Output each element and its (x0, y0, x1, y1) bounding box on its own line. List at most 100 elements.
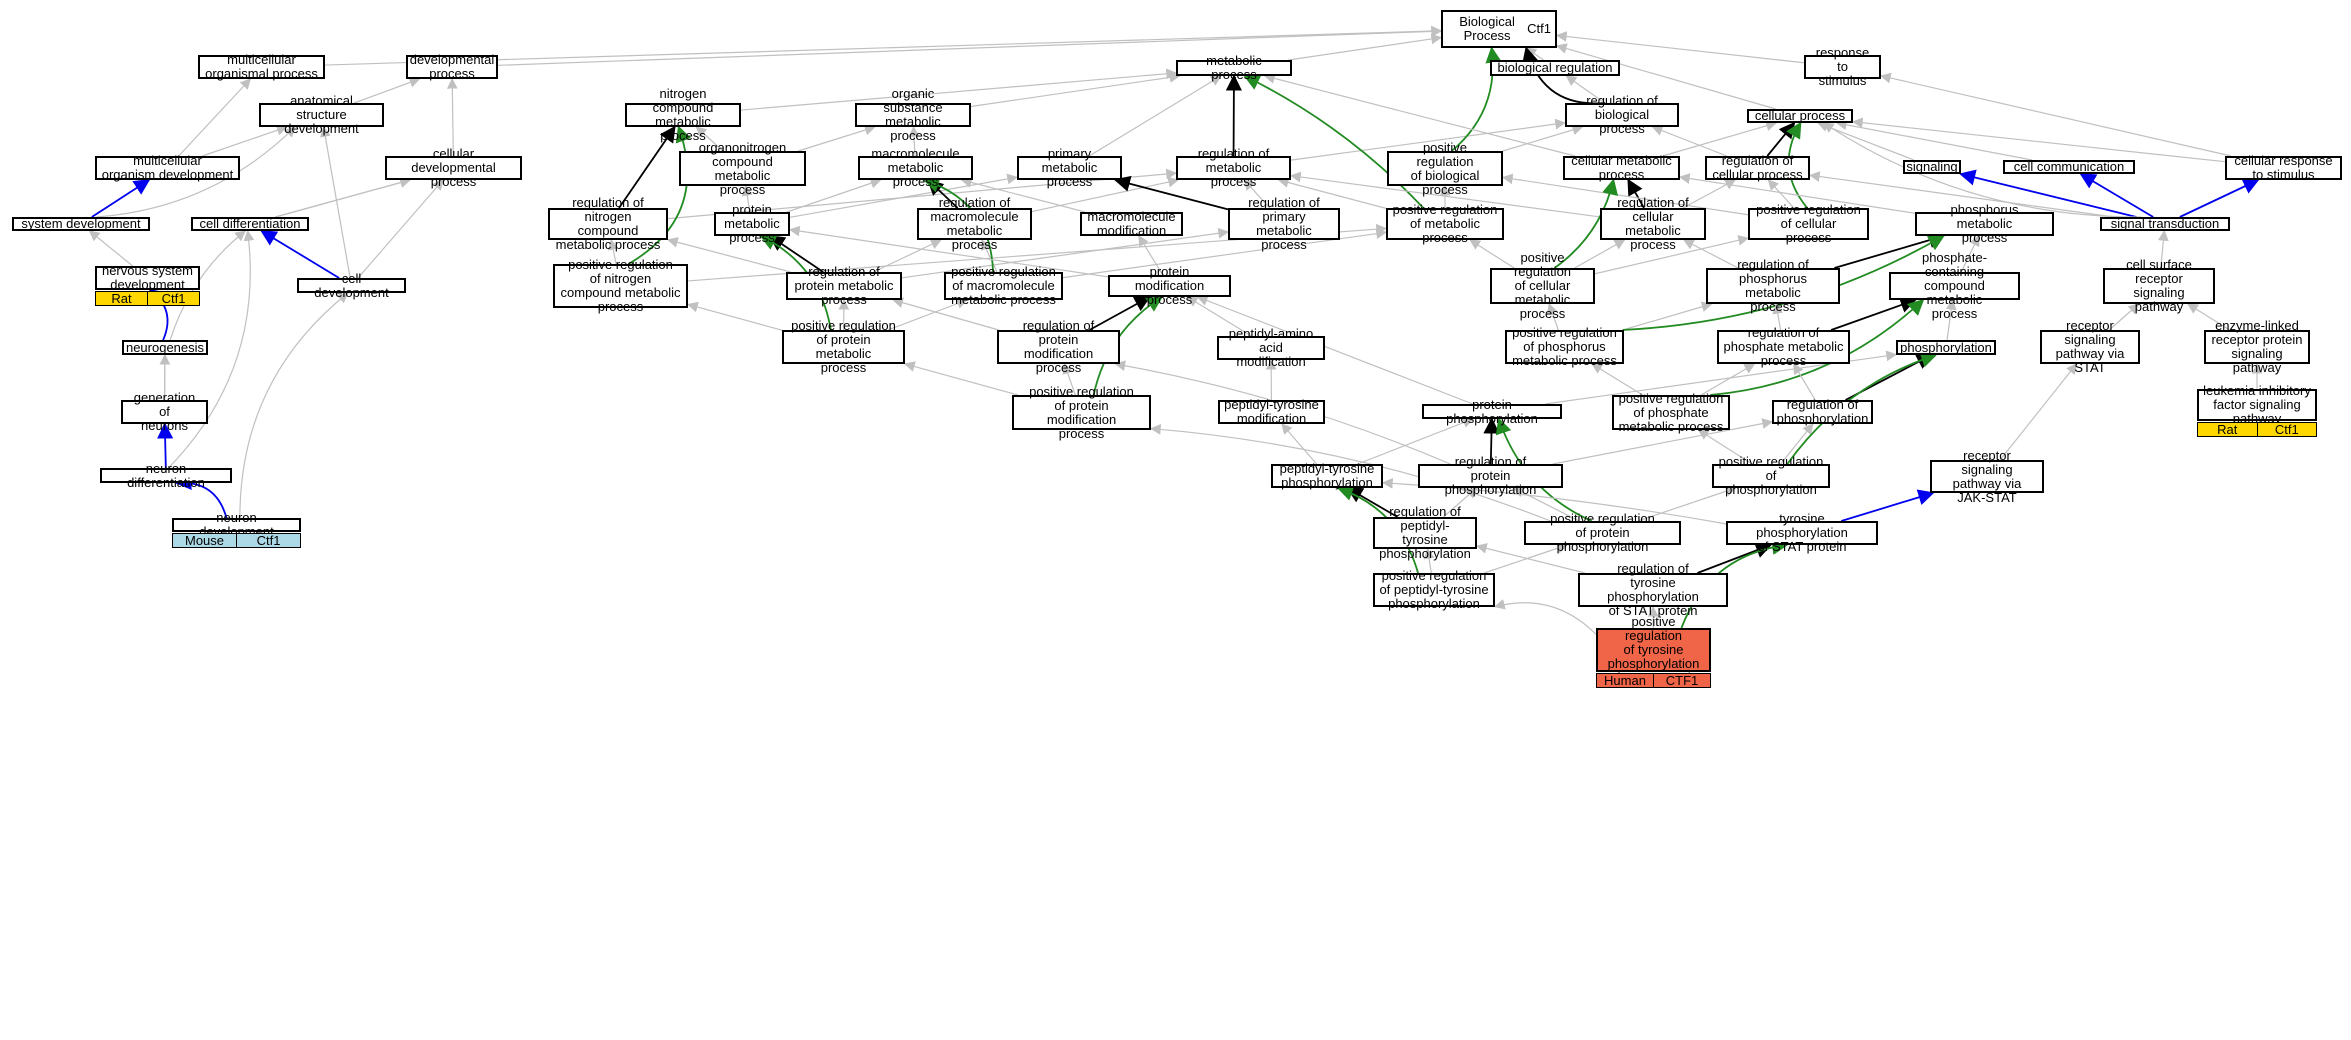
node-nervous-system-development[interactable]: nervous system development (95, 264, 200, 292)
node-regulation-of-phosphate-metabolic-process[interactable]: regulation of phosphate metabolic proces… (1717, 326, 1850, 368)
node-response-to-stimulus[interactable]: response to stimulus (1804, 46, 1881, 88)
edge-signal-transduction-to-signaling (1959, 169, 2137, 218)
node-regulation-of-protein-modification-process[interactable]: regulation of protein modification proce… (997, 319, 1120, 375)
node-regulation-of-phosphorylation[interactable]: regulation of phosphorylation (1772, 398, 1873, 426)
edge-regulation-of-primary-metabolic-process-to-regulation-of-metabolic-process (1243, 179, 1271, 209)
node-positive-regulation-of-phosphorus-metabolic-process[interactable]: positive regulation of phosphorus metabo… (1505, 326, 1624, 368)
edge-regulation-of-phosphorus-metabolic-process-to-regulation-of-cellular-metabolic-process (1683, 239, 1739, 269)
node-cell-communication[interactable]: cell communication (2003, 160, 2135, 174)
edge-regulation-of-biological-process-to-biological-regulation (1565, 75, 1606, 104)
edge-regulation-of-protein-phosphorylation-to-protein-phosphorylation (1483, 417, 1500, 465)
node-macromolecule-metabolic-process[interactable]: macromolecule metabolic process (858, 147, 973, 189)
annotation-species: Human (1604, 673, 1646, 688)
node-regulation-of-protein-metabolic-process[interactable]: regulation of protein metabolic process (786, 265, 902, 307)
edge-organonitrogen-compound-metabolic-process-to-organic-substance-metabolic-process (798, 124, 876, 152)
node-receptor-signaling-pathway-via-stat[interactable]: receptor signaling pathway via STAT (2040, 319, 2140, 375)
node-regulation-of-protein-phosphorylation[interactable]: regulation of protein phosphorylation (1418, 455, 1563, 497)
edge-positive-regulation-of-biological-process-to-regulation-of-biological-process (1502, 124, 1584, 152)
node-metabolic-process[interactable]: metabolic process (1176, 54, 1292, 82)
node-primary-metabolic-process[interactable]: primary metabolic process (1017, 147, 1122, 189)
node-phosphate-containing-compound-metabolic-process[interactable]: phosphate-containing compound metabolic … (1889, 251, 2020, 321)
node-cellular-metabolic-process[interactable]: cellular metabolic process (1563, 154, 1680, 182)
node-phosphorylation[interactable]: phosphorylation (1896, 340, 1996, 355)
node-peptidyl-tyrosine-phosphorylation[interactable]: peptidyl-tyrosine phosphorylation (1271, 462, 1383, 490)
node-anatomical-structure-development[interactable]: anatomical structure development (259, 94, 384, 136)
node-positive-regulation-of-tyrosine-phosphorylation-of-stat-protein[interactable]: positive regulation of tyrosine phosphor… (1596, 615, 1711, 685)
node-neuron-development[interactable]: neuron development (172, 511, 301, 539)
node-positive-regulation-of-phosphate-metabolic-process[interactable]: positive regulation of phosphate metabol… (1612, 391, 1730, 433)
annotation-gene: Ctf1 (236, 533, 300, 548)
node-phosphorus-metabolic-process[interactable]: phosphorus metabolic process (1915, 203, 2054, 245)
node-positive-regulation-of-cellular-process[interactable]: positive regulation of cellular process (1748, 203, 1869, 245)
edge-regulation-of-nitrogen-compound-metabolic-process-to-nitrogen-compound-metabolic-process (618, 125, 676, 209)
node-organonitrogen-compound-metabolic-process[interactable]: organonitrogen compound metabolic proces… (679, 140, 806, 196)
node-positive-regulation-of-macromolecule-metabolic-process[interactable]: positive regulation of macromolecule met… (944, 265, 1063, 307)
node-positive-regulation-of-metabolic-process[interactable]: positive regulation of metabolic process (1386, 203, 1504, 245)
node-cellular-response-to-stimulus[interactable]: cellular response to stimulus (2225, 154, 2342, 182)
edge-macromolecule-modification-to-macromolecule-metabolic-process (960, 177, 1086, 213)
node-developmental-process[interactable]: developmental process (406, 53, 498, 81)
edge-protein-metabolic-process-to-macromolecule-metabolic-process (786, 178, 882, 213)
node-nitrogen-compound-metabolic-process[interactable]: nitrogen compound metabolic process (625, 87, 741, 143)
node-positive-regulation-of-protein-metabolic-process[interactable]: positive regulation of protein metabolic… (782, 319, 905, 375)
node-protein-phosphorylation[interactable]: protein phosphorylation (1422, 397, 1562, 425)
node-cellular-developmental-process[interactable]: cellular developmental process (385, 147, 522, 189)
node-tyrosine-phosphorylation-of-stat-protein[interactable]: tyrosine phosphorylation of STAT protein (1726, 512, 1878, 554)
edge-nitrogen-compound-metabolic-process-to-metabolic-process (740, 68, 1178, 111)
node-neuron-differentiation[interactable]: neuron differentiation (100, 461, 232, 489)
node-positive-regulation-of-cellular-metabolic-process[interactable]: positive regulation of cellular metaboli… (1490, 251, 1595, 321)
node-neurogenesis[interactable]: neurogenesis (122, 340, 208, 355)
node-protein-metabolic-process[interactable]: protein metabolic process (714, 203, 790, 245)
node-regulation-of-macromolecule-metabolic-process[interactable]: regulation of macromolecule metabolic pr… (917, 196, 1032, 252)
node-cell-differentiation[interactable]: cell differentiation (191, 217, 309, 231)
node-regulation-of-cellular-metabolic-process[interactable]: regulation of cellular metabolic process (1600, 196, 1706, 252)
node-regulation-of-primary-metabolic-process[interactable]: regulation of primary metabolic process (1228, 196, 1340, 252)
node-regulation-of-phosphorus-metabolic-process[interactable]: regulation of phosphorus metabolic proce… (1706, 258, 1840, 314)
edge-signal-transduction-to-cellular-process (1822, 122, 2142, 218)
node-generation-of-neurons[interactable]: generation of neurons (121, 391, 208, 433)
edge-multicellular-organism-development-to-anatomical-structure-development (202, 125, 288, 157)
node-regulation-of-cellular-process[interactable]: regulation of cellular process (1705, 154, 1810, 182)
edge-positive-regulation-of-phosphate-metabolic-process-to-regulation-of-phosphate-metabolic-process (1700, 363, 1756, 396)
node-regulation-of-biological-process[interactable]: regulation of biological process (1565, 94, 1679, 136)
edge-cellular-metabolic-process-to-cellular-process (1662, 120, 1778, 157)
node-system-development[interactable]: system development (12, 217, 150, 231)
node-positive-regulation-of-biological-process[interactable]: positive regulation of biological proces… (1387, 140, 1503, 196)
node-regulation-of-peptidyl-tyrosine-phosphorylation[interactable]: regulation of peptidyl-tyrosine phosphor… (1373, 505, 1477, 561)
node-peptidyl-amino-acid-modification[interactable]: peptidyl-amino acid modification (1217, 327, 1325, 369)
node-positive-regulation-of-phosphorylation[interactable]: positive regulation of phosphorylation (1712, 455, 1830, 497)
node-positive-regulation-of-peptidyl-tyrosine-phosphorylation[interactable]: positive regulation of peptidyl-tyrosine… (1373, 569, 1495, 611)
node-cellular-process[interactable]: cellular process (1747, 109, 1853, 123)
node-receptor-signaling-pathway-via-jak-stat[interactable]: receptor signaling pathway via JAK-STAT (1930, 448, 2044, 504)
edge-neuron-differentiation-to-cell-differentiation (168, 229, 255, 469)
node-leukemia-inhibitory-factor-signaling-pathway[interactable]: leukemia inhibitory factor signaling pat… (2197, 384, 2317, 426)
node-positive-regulation-of-protein-phosphorylation[interactable]: positive regulation of protein phosphory… (1524, 512, 1681, 554)
edge-positive-regulation-of-cellular-metabolic-process-to-cellular-metabolic-process (1554, 178, 1619, 269)
node-biological-regulation[interactable]: biological regulation (1490, 60, 1620, 76)
node-enzyme-linked-receptor-protein-signaling-pathway[interactable]: enzyme-linked receptor protein signaling… (2204, 319, 2310, 375)
edge-organonitrogen-compound-metabolic-process-to-nitrogen-compound-metabolic-process (695, 126, 724, 152)
node-positive-regulation-of-protein-modification-process[interactable]: positive regulation of protein modificat… (1012, 384, 1151, 440)
node-regulation-of-metabolic-process[interactable]: regulation of metabolic process (1176, 147, 1291, 189)
node-organic-substance-metabolic-process[interactable]: organic substance metabolic process (855, 87, 971, 143)
annotation-species: Rat (2217, 422, 2238, 437)
node-cell-surface-receptor-signaling-pathway[interactable]: cell surface receptor signaling pathway (2103, 258, 2215, 314)
edge-phosphorylation-to-phosphate-containing-compound-metabolic-process (1945, 298, 1957, 341)
edge-cellular-metabolic-process-to-metabolic-process (1263, 73, 1576, 157)
node-regulation-of-tyrosine-phosphorylation-of-stat-protein[interactable]: regulation of tyrosine phosphorylation o… (1578, 562, 1728, 618)
node-positive-regulation-of-nitrogen-compound-metabolic-process[interactable]: positive regulation of nitrogen compound… (553, 258, 688, 314)
node-signal-transduction[interactable]: signal transduction (2100, 217, 2230, 231)
node-regulation-of-nitrogen-compound-metabolic-process[interactable]: regulation of nitrogen compound metaboli… (548, 196, 668, 252)
edge-positive-regulation-of-tyrosine-phosphorylation-of-stat-protein-to-positive-regulation-of-peptidyl-tyrosine-phosphorylation (1493, 599, 1597, 635)
node-macromolecule-modification[interactable]: macromolecule modification (1080, 210, 1183, 238)
edge-positive-regulation-of-protein-phosphorylation-to-positive-regulation-of-protein-modification-process (1149, 423, 1551, 522)
node-cell-development[interactable]: cell development (297, 271, 406, 299)
node-peptidyl-tyrosine-modification[interactable]: peptidyl-tyrosine modification (1218, 398, 1325, 426)
node-multicellular-organismal-process[interactable]: multicellular organismal process (198, 53, 325, 81)
node-multicellular-organism-development[interactable]: multicellular organism development (95, 154, 240, 182)
node-signaling[interactable]: signaling (1903, 160, 1961, 174)
node-protein-modification-process[interactable]: protein modification process (1108, 265, 1231, 307)
